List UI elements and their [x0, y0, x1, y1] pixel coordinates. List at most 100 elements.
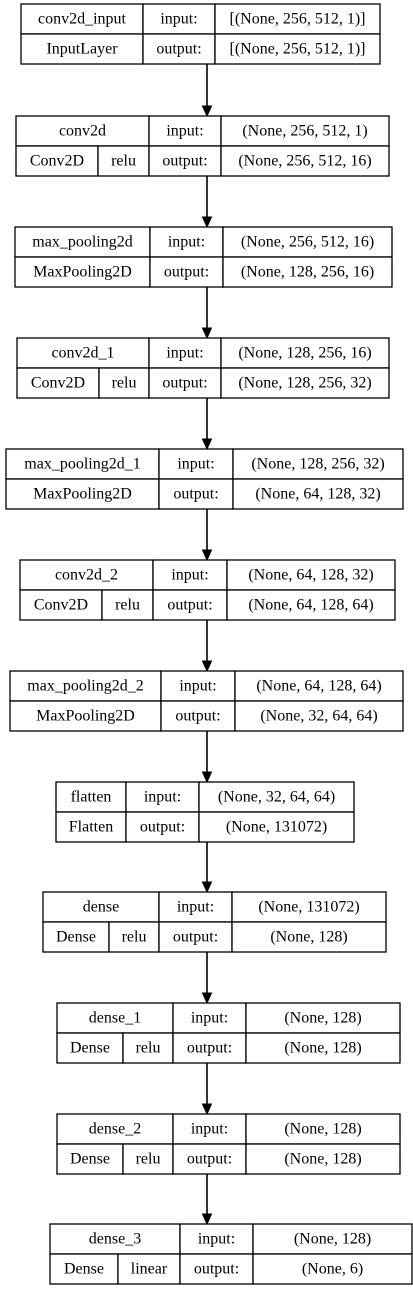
- arrowhead: [201, 216, 213, 229]
- edge-arrow: [201, 64, 213, 118]
- layer-type-cell: [9, 700, 162, 732]
- output-shape: (None, 64, 128, 32): [255, 486, 380, 503]
- output-label: output:: [187, 1151, 232, 1168]
- input-shape: (None, 256, 512, 16): [241, 234, 374, 251]
- output-label-cell: [125, 811, 200, 843]
- layer-activation: relu: [112, 375, 137, 392]
- edges: [201, 64, 213, 1226]
- input-shape: (None, 128): [284, 1010, 361, 1027]
- arrowhead: [201, 771, 213, 784]
- layer-name: dense: [83, 899, 119, 916]
- input-label: input:: [191, 1010, 228, 1027]
- input-label: input:: [191, 1121, 228, 1138]
- input-label: input:: [171, 567, 208, 584]
- input-label: input:: [166, 345, 203, 362]
- edge-arrow: [201, 1063, 213, 1116]
- output-label: output:: [173, 486, 218, 503]
- layer-type: Flatten: [69, 819, 113, 836]
- input-shape: (None, 256, 512, 1): [242, 123, 367, 140]
- layer-type: MaxPooling2D: [33, 264, 132, 281]
- layer-type: MaxPooling2D: [33, 486, 132, 503]
- arrowhead: [201, 660, 213, 673]
- input-shape-cell: [245, 1113, 401, 1145]
- layer-activation-cell: [122, 1032, 174, 1064]
- output-label: output:: [140, 819, 185, 836]
- layer-name-cell: [5, 448, 160, 480]
- output-shape: (None, 128, 256, 16): [241, 264, 374, 281]
- input-label: input:: [177, 456, 214, 473]
- output-shape-cell: [252, 1253, 413, 1285]
- input-shape-cell: [232, 448, 404, 480]
- layer-name-cell: [55, 781, 127, 813]
- layer-name: max_pooling2d_2: [27, 678, 143, 695]
- input-label: input:: [166, 123, 203, 140]
- layer-type: Conv2D: [34, 597, 88, 614]
- output-label-cell: [160, 700, 236, 732]
- layer-activation-cell: [101, 589, 154, 621]
- layer-name: max_pooling2d_1: [24, 456, 140, 473]
- arrowhead: [201, 992, 213, 1005]
- input-label: input:: [160, 11, 197, 28]
- output-label: output:: [194, 1261, 239, 1278]
- output-shape: (None, 64, 128, 64): [248, 597, 373, 614]
- edge-arrow: [201, 509, 213, 562]
- output-label: output:: [164, 264, 209, 281]
- output-shape-cell: [222, 256, 393, 288]
- layer-name: dense_1: [89, 1010, 141, 1027]
- layer-node-max_pooling2d: max_pooling2dMaxPooling2Dinput:output:(N…: [14, 226, 393, 288]
- layer-type-cell: [14, 256, 151, 288]
- layer-activation: linear: [131, 1261, 168, 1278]
- output-shape: (None, 128): [284, 1040, 361, 1057]
- input-shape: [(None, 256, 512, 1)]: [230, 11, 366, 28]
- input-shape: (None, 128): [294, 1231, 371, 1248]
- layer-node-conv2d_input: conv2d_inputInputLayerinput:output:[(Non…: [20, 3, 381, 65]
- output-shape-cell: [198, 811, 355, 843]
- output-label-cell: [158, 921, 233, 953]
- output-label-cell: [179, 1253, 254, 1285]
- layer-type: MaxPooling2D: [36, 708, 135, 725]
- input-label: input:: [177, 899, 214, 916]
- layer-activation-cell: [117, 1253, 181, 1285]
- input-shape-cell: [198, 781, 355, 813]
- output-shape-cell: [234, 700, 404, 732]
- layer-type: Dense: [64, 1261, 104, 1278]
- output-label-cell: [152, 589, 228, 621]
- output-shape: [(None, 256, 512, 1)]: [230, 41, 366, 58]
- arrowhead: [201, 438, 213, 451]
- edge-arrow: [201, 842, 213, 894]
- layer-type-cell: [19, 589, 103, 621]
- input-label: input:: [179, 678, 216, 695]
- output-label-cell: [158, 478, 234, 510]
- input-shape: (None, 64, 128, 32): [248, 567, 373, 584]
- input-label-cell: [158, 891, 233, 923]
- input-shape-cell: [245, 1002, 401, 1034]
- arrowhead: [201, 327, 213, 340]
- output-shape: (None, 6): [302, 1261, 363, 1278]
- layer-activation: relu: [111, 153, 136, 170]
- layer-type: Dense: [70, 1040, 110, 1057]
- layer-name: flatten: [71, 789, 112, 806]
- output-shape: (None, 256, 512, 16): [238, 153, 371, 170]
- layer-activation-cell: [122, 1143, 174, 1175]
- layer-activation-cell: [108, 921, 160, 953]
- layer-name: dense_2: [89, 1121, 141, 1138]
- layer-type-cell: [5, 478, 160, 510]
- layer-activation: relu: [122, 929, 147, 946]
- layer-name: dense_3: [89, 1231, 141, 1248]
- edge-arrow: [201, 952, 213, 1005]
- edge-arrow: [201, 398, 213, 451]
- input-shape: (None, 64, 128, 64): [256, 678, 381, 695]
- input-label-cell: [179, 1223, 254, 1255]
- layer-type-cell: [56, 1032, 124, 1064]
- output-shape-cell: [214, 33, 381, 65]
- output-label-cell: [149, 256, 224, 288]
- arrowhead: [201, 881, 213, 894]
- output-shape-cell: [245, 1032, 401, 1064]
- layer-name-cell: [42, 891, 160, 923]
- layer-name: conv2d_2: [55, 567, 118, 584]
- output-shape-cell: [220, 367, 390, 399]
